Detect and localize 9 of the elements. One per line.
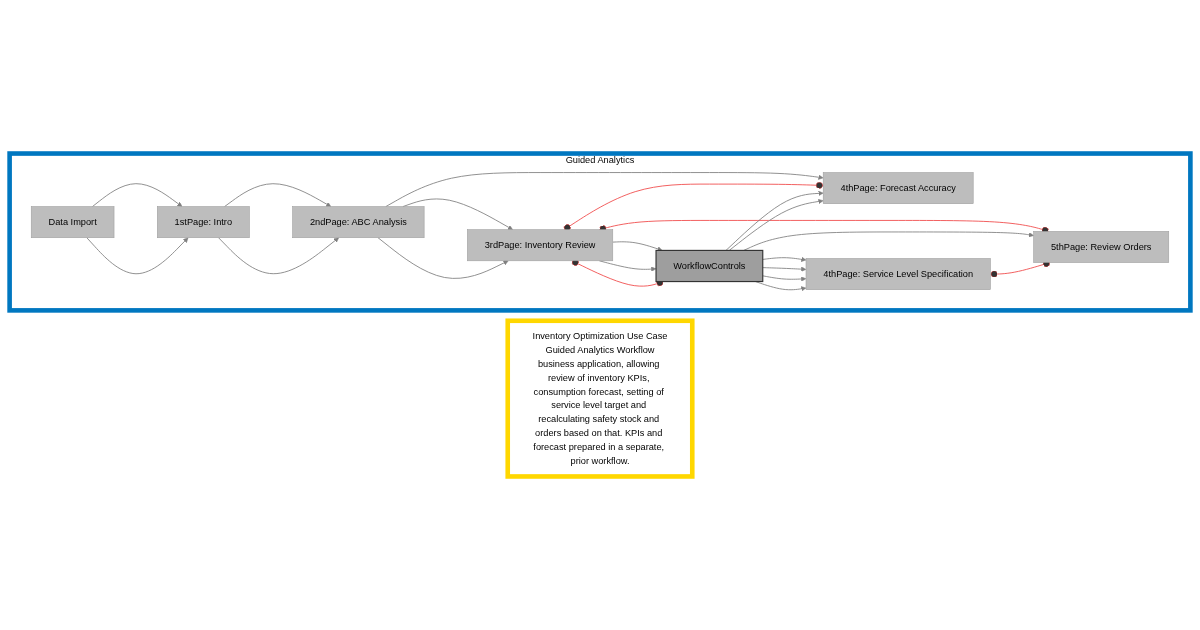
node-box: 2ndPage: ABC Analysis <box>292 206 425 238</box>
node-box: Data Import <box>30 206 115 238</box>
node-box: 1stPage: Intro <box>157 206 250 238</box>
node-box: 4thPage: Forecast Accuracy <box>822 172 974 204</box>
node-box: 3rdPage: Inventory Review <box>467 229 614 262</box>
node-box: WorkflowControls <box>655 249 764 283</box>
node-box: Inventory Optimization Use Case Guided Analytics Workflow business application, allowing review of inventory KPIs, consumption forecast, setting of service level target and recalculating safety stock and orders based on that. KPIs and forecast prepared in a separate, prior workflow. <box>505 318 695 479</box>
node-box: 4thPage: Service Level Specification <box>805 258 991 290</box>
node-box: 5thPage: Review Orders <box>1033 231 1170 263</box>
